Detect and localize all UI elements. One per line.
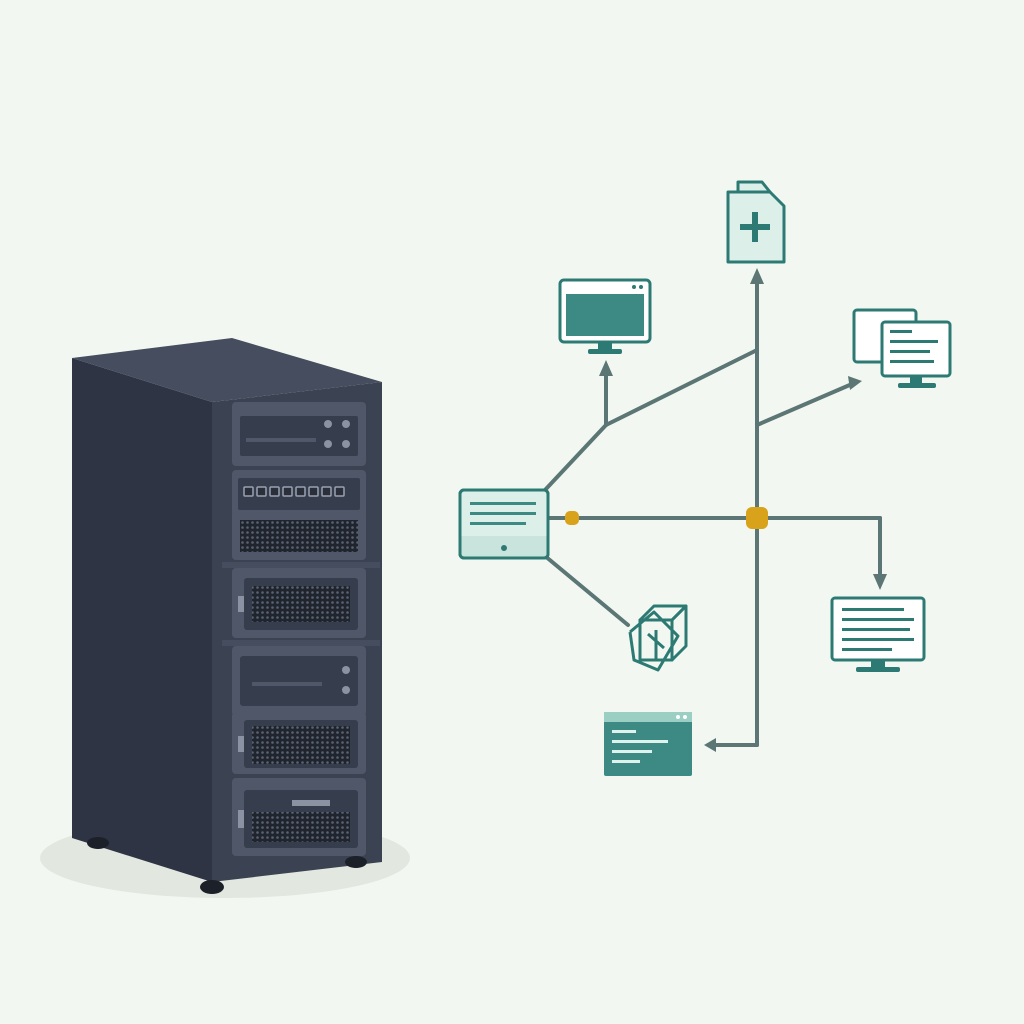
arrow-up-icon [599, 360, 613, 376]
monitor-text-icon [830, 596, 926, 672]
arrow-left-icon [704, 738, 716, 752]
browser-monitor-icon [558, 278, 652, 354]
junction-hub [746, 507, 768, 529]
link-line [755, 382, 854, 427]
link-line [543, 554, 630, 627]
arrow-down-icon [873, 574, 887, 590]
arrowheads [599, 268, 887, 752]
rack-side-panel [72, 358, 212, 882]
arrow-up-icon [750, 268, 764, 284]
rack-divider [222, 640, 380, 646]
switch-port [282, 486, 293, 497]
switch-port [295, 486, 306, 497]
rack-unit-drive-bay [232, 402, 366, 466]
rack-unit-switch [232, 470, 366, 518]
rack-foot [200, 880, 224, 894]
switch-port [308, 486, 319, 497]
rack-divider [222, 562, 380, 568]
hub-tablet-icon [458, 488, 550, 560]
medical-document-icon [726, 180, 786, 264]
junction-hub [565, 511, 579, 525]
rack-foot [87, 837, 109, 849]
arrow-right-icon [848, 376, 862, 390]
rack-unit-vent-panel [232, 568, 366, 638]
network-connections [543, 280, 882, 747]
switch-port [243, 486, 254, 497]
terminal-window-icon [604, 712, 692, 776]
switch-port [256, 486, 267, 497]
server-rack [40, 338, 410, 898]
switch-port [321, 486, 332, 497]
rack-unit-vent-panel-2 [232, 712, 366, 774]
cube-module-icon [628, 604, 688, 672]
switch-port [334, 486, 345, 497]
rack-unit-vent [232, 512, 366, 560]
rack-foot [345, 856, 367, 868]
rack-unit-vent-panel-3 [232, 778, 366, 856]
rack-top [72, 338, 382, 402]
dual-monitors-icon [852, 308, 952, 388]
switch-port [269, 486, 280, 497]
rack-unit-drive-bay-2 [232, 646, 366, 716]
